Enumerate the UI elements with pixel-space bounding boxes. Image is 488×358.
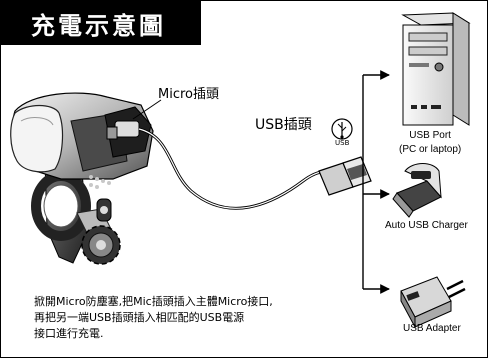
car-charger-icon [392, 163, 442, 218]
power-source-arrows [362, 70, 390, 294]
instruction-line: 掀開Micro防塵塞,把Mic插頭插入主體Micro接口, [34, 295, 273, 308]
usb-port-caption: USB Port (PC or laptop) [399, 129, 461, 157]
auto-charger-label: Auto USB Charger [385, 220, 468, 231]
instruction-text: 掀開Micro防塵塞,把Mic插頭插入主體Micro接口, 再把另一端USB插頭… [34, 294, 273, 342]
instruction-line: 接口進行充電. [34, 327, 104, 340]
usb-port-label: USB Port [409, 130, 451, 141]
usb-plug-label: USB插頭 [255, 117, 312, 133]
pc-tower-icon [401, 12, 471, 126]
usb-adapter-label: USB Adapter [403, 323, 461, 334]
usb-logo-label: USB [335, 139, 350, 147]
diagram-title: 充電示意圖 [31, 12, 166, 40]
usb-port-sublabel: (PC or laptop) [399, 144, 462, 155]
usb-plug-illustration [318, 156, 372, 196]
instruction-line: 再把另一端USB插頭插入相匹配的USB電源 [34, 311, 245, 324]
title-band: 充電示意圖 [1, 1, 201, 45]
micro-plug-label: Micro插頭 [158, 87, 219, 102]
bike-light-illustration [10, 92, 154, 265]
wall-adapter-icon [400, 276, 466, 328]
usb-logo-icon [331, 118, 353, 140]
